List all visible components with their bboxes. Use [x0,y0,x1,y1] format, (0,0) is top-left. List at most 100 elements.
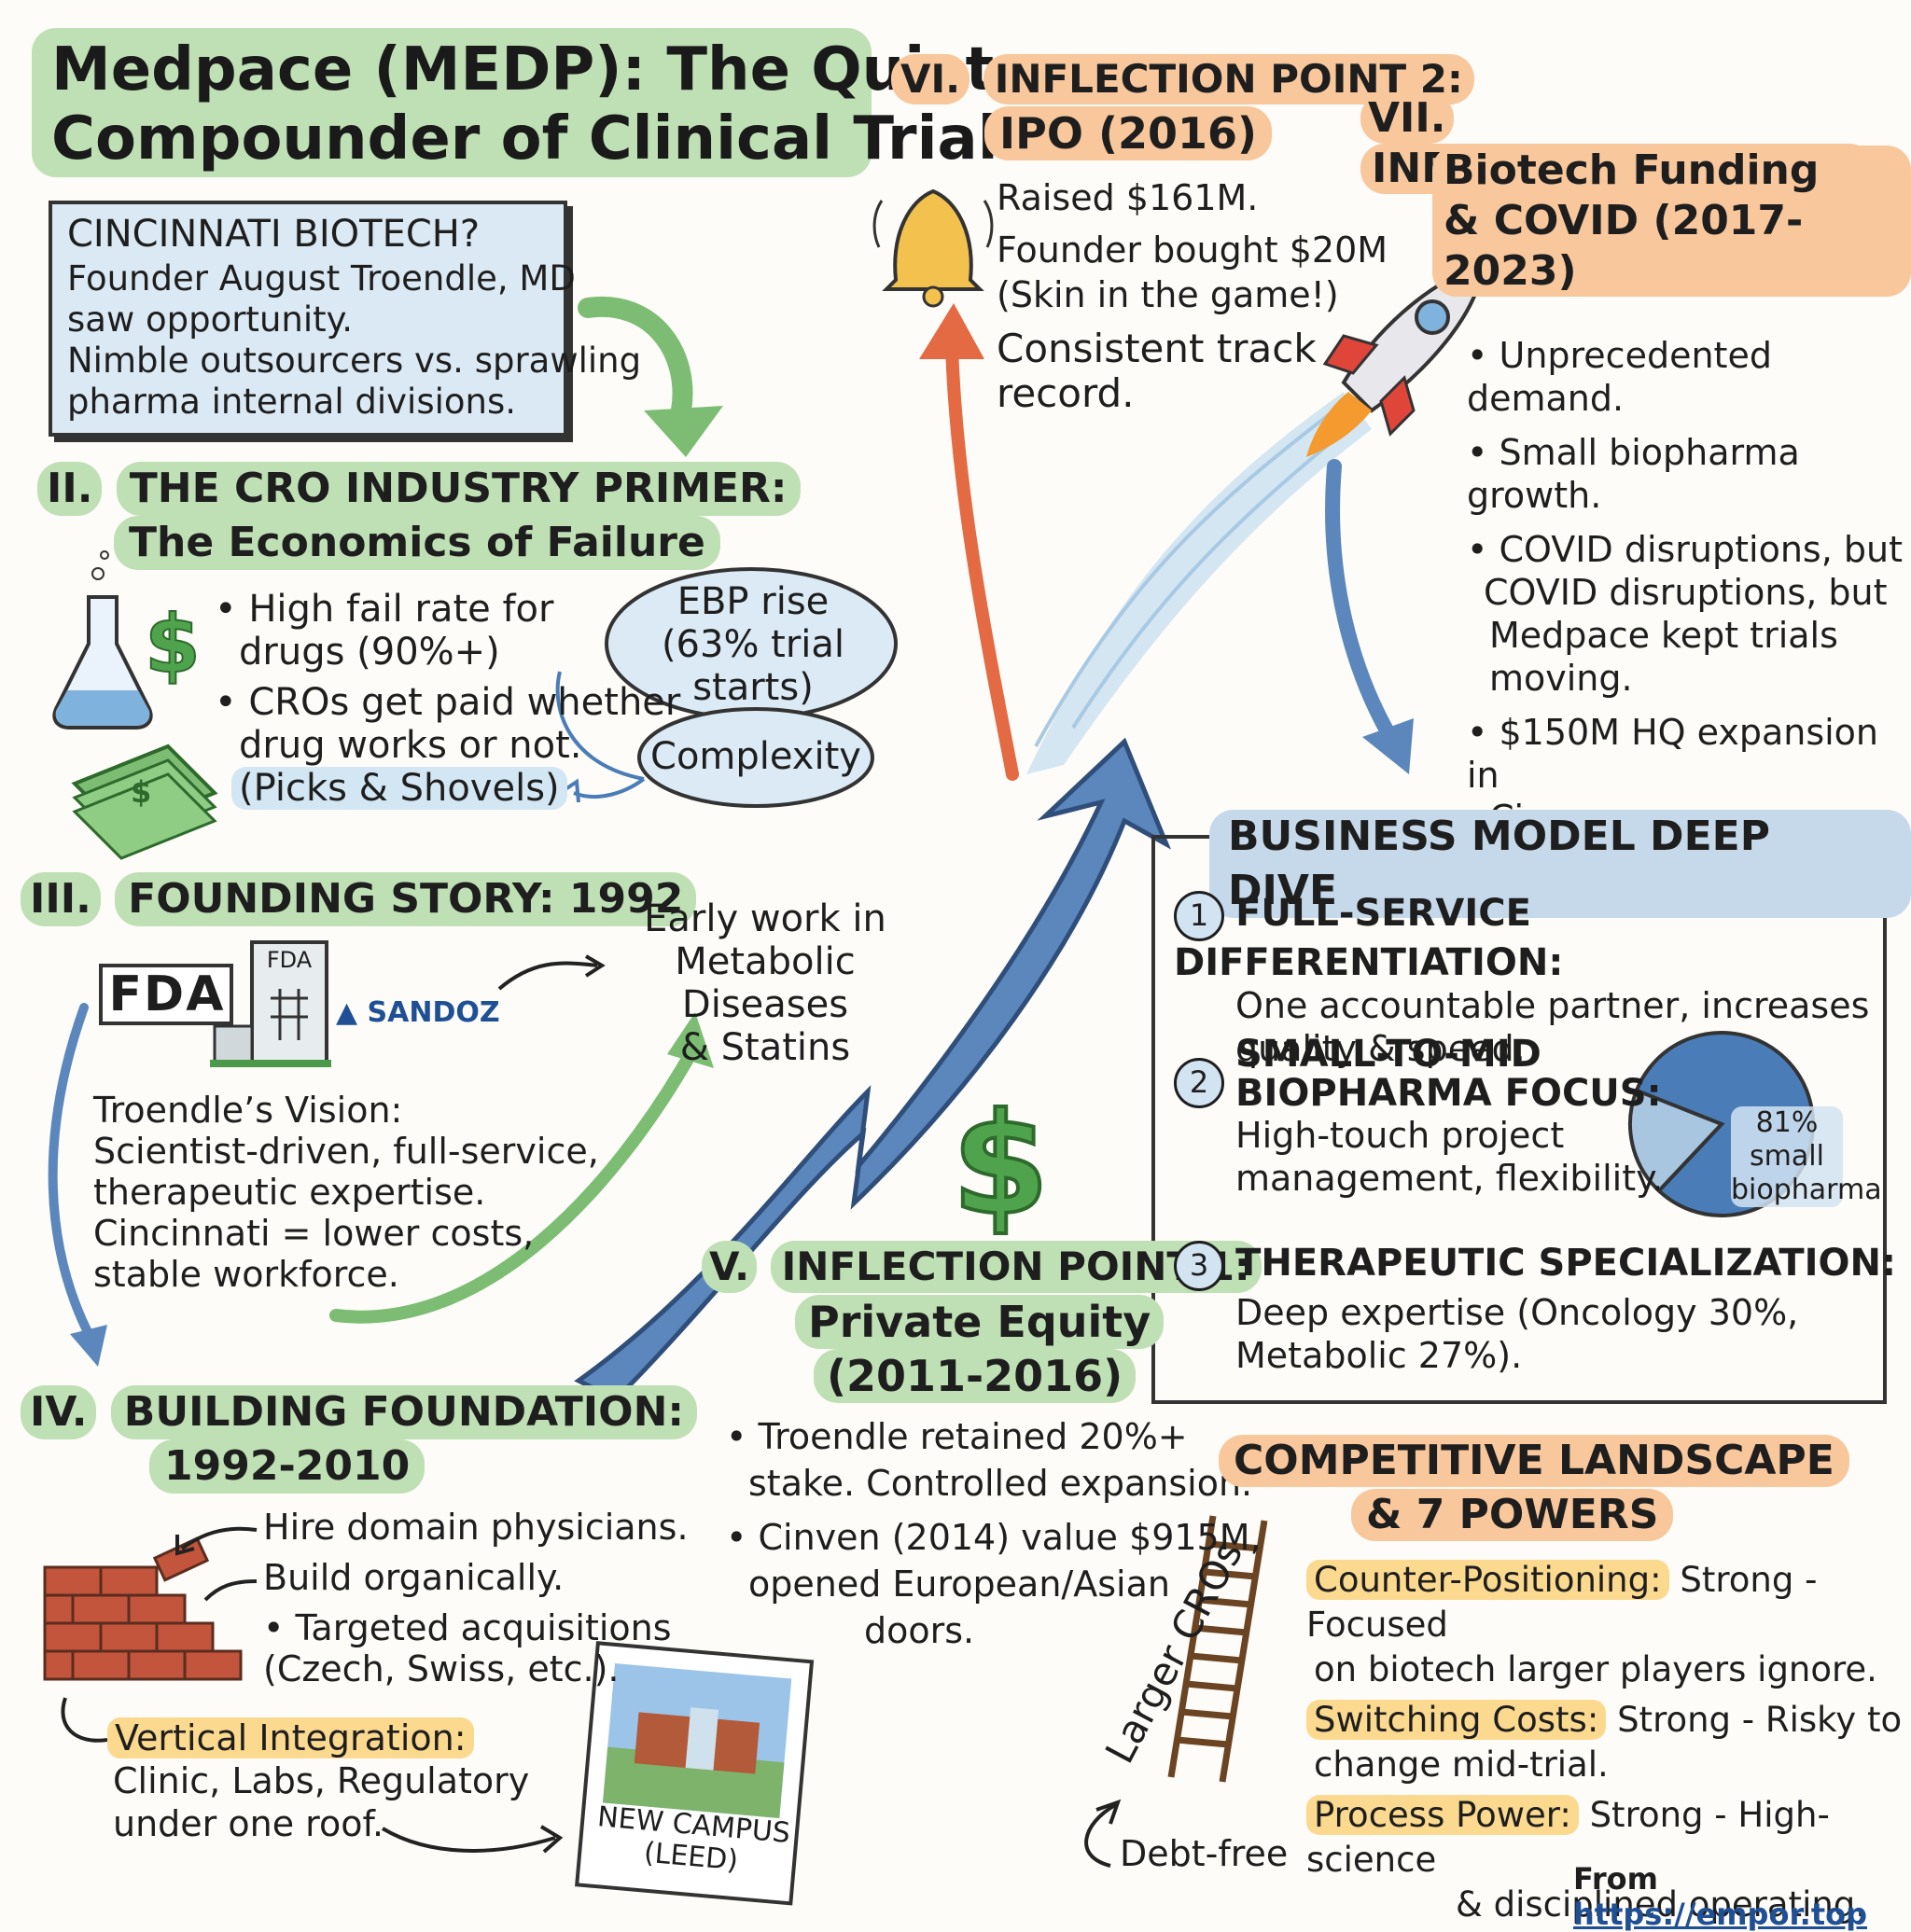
s5-line: opened European/Asian [748,1564,1170,1605]
sandoz-logo: ▲ SANDOZ [336,996,500,1029]
bell-icon [872,188,994,308]
bm-item-line: management, flexibility. [1235,1158,1664,1199]
page-title-line1: Medpace (MEDP): The Quiet [51,35,995,104]
vertical-integration: Vertical Integration: Clinic, Labs, Regu… [107,1717,529,1845]
section-7-bullets: • Unprecedented demand. • Small biopharm… [1467,334,1911,840]
cloud-ebp: EBP rise (63% trial starts) [608,580,898,709]
section-3-title: FOUNDING STORY: 1992 [115,872,697,926]
section-2-bullets: • High fail rate for drugs (90%+) • CROs… [215,588,680,810]
section-5-title3: (2011-2016) [814,1349,1137,1403]
bm-num: 3 [1174,1241,1224,1291]
pie-label-line: biopharma [1731,1174,1882,1206]
bullet: • CROs get paid whether [215,681,681,724]
section-4-title1: BUILDING FOUNDATION: [110,1385,698,1439]
bm-num: 1 [1174,891,1224,941]
power-label: Switching Costs: [1306,1700,1607,1740]
bullet-cont: drug works or not. [239,724,582,767]
bm-item-line: Metabolic 27%). [1235,1335,1523,1376]
section-3-num: III. [21,872,101,926]
vision-line: Troendle’s Vision: [93,1090,403,1131]
debt-free-label: Debt-free [1120,1833,1289,1874]
section-6-header: VI. INFLECTION POINT 2: [891,54,1474,104]
footer-link[interactable]: https://empor.top [1573,1897,1867,1932]
early-line3: & Statins [679,1026,851,1069]
section-5-title2: Private Equity [795,1295,1165,1349]
rocket-trail [1026,392,1372,774]
s7-bullet: • COVID disruptions, but [1467,529,1903,570]
power-text: on biotech larger players ignore. [1314,1649,1877,1689]
big-dollar-icon: $ [952,1084,1049,1246]
bm-item-line: One accountable partner, increases [1235,985,1870,1026]
pie-slice [1628,1088,1725,1194]
footer-prefix: From [1573,1861,1658,1897]
s4-line: (Czech, Swiss, etc.). [263,1648,620,1689]
s7-line: moving. [1489,658,1633,699]
page-title-line2: Compounder of Clinical Trials [51,104,1034,174]
vi-line: Clinic, Labs, Regulatory [113,1760,530,1801]
early-line2: Metabolic Diseases [675,940,856,1026]
bm-item-title: SMALL-TO-MID [1235,1033,1541,1076]
footer: From https://empor.top [1573,1861,1911,1932]
early-work: Early work in Metabolic Diseases & Stati… [607,897,924,1069]
bm-item-1: 1 FULL-SERVICE DIFFERENTIATION: One acco… [1174,891,1911,1070]
power-text: change mid-trial. [1314,1744,1609,1785]
section-4-header: IV. BUILDING FOUNDATION: [21,1385,698,1439]
pie-label: 81% small biopharma [1731,1106,1882,1207]
bm-item-line: quality & speed. [1235,1028,1526,1069]
bm-item-title: THERAPEUTIC SPECIALIZATION: [1235,1242,1897,1285]
money-icon: $ [71,744,218,860]
s5-line: stake. Controlled expansion. [748,1463,1253,1504]
intro-line: pharma internal divisions. [67,382,516,422]
section-2-title2: The Economics of Failure [114,516,720,570]
page-title: Medpace (MEDP): The Quiet Compounder of … [51,35,1034,174]
vision-line: stable workforce. [93,1254,399,1295]
s4-line: Hire domain physicians. [263,1507,689,1548]
s6-line: Consistent track [997,326,1317,371]
section-3-header: III. FOUNDING STORY: 1992 [21,872,697,926]
section-4-bullets: Hire domain physicians. Build organicall… [263,1507,689,1689]
power-text: Strong - Risky to [1606,1700,1903,1740]
brick-wall-icon [43,1536,243,1681]
bm-item-title: FULL-SERVICE DIFFERENTIATION: [1174,892,1564,984]
vi-label: Vertical Integration: [107,1717,474,1758]
cloud-complexity: Complexity [650,735,861,778]
vision-text: Troendle’s Vision: Scientist-driven, ful… [93,1090,599,1295]
campus-photo [575,1641,815,1906]
s5-bullet: • Troendle retained 20%+ [726,1416,1188,1457]
svg-text:$: $ [131,774,151,810]
building-label: FDA [266,947,313,973]
growth-arrow [574,737,1172,1403]
bm-title: BUSINESS MODEL DEEP DIVE [1209,810,1911,918]
section-5-bullets: • Troendle retained 20%+ stake. Controll… [726,1413,1262,1654]
bm-item-line: Deep expertise (Oncology 30%, [1235,1292,1799,1333]
s6-line: Raised $161M. [997,177,1259,218]
early-line1: Early work in [644,897,886,940]
intro-line: Founder August Troendle, MD [67,258,576,299]
section-6-title2: IPO (2016) [984,106,1273,160]
intro-box [49,201,567,437]
bullet-cont: drugs (90%+) [239,631,500,674]
ladder-icon [1167,1515,1268,1783]
power-label: Process Power: [1306,1795,1579,1835]
s6-line: Founder bought $20M [997,229,1388,271]
bullet: • High fail rate for [215,588,554,631]
building-icon [210,940,331,1067]
pie-label-line: 81% [1755,1106,1819,1139]
cloud-ebp-line2: (63% trial starts) [661,623,845,709]
s7-line: COVID disruptions, but [1484,572,1888,613]
section-2-header: II. THE CRO INDUSTRY PRIMER: [37,462,801,516]
section-2-title1: THE CRO INDUSTRY PRIMER: [116,462,801,516]
section-6-text: Raised $161M. Founder bought $20M (Skin … [997,175,1388,416]
intro-line: Nimble outsourcers vs. sprawling [67,341,642,381]
section-2-num: II. [37,462,103,516]
s4-line: Build organically. [263,1557,565,1598]
section-7-title3: & COVID (2017-2023) [1432,196,1911,297]
s6-line: record. [997,370,1135,416]
section-7-num: VII. [1360,93,1454,144]
comp-title2: & 7 POWERS [1351,1489,1674,1541]
ipo-arrow [945,339,1019,781]
power-label: Counter-Positioning: [1306,1560,1669,1600]
flask-icon [52,550,153,730]
section-4-title2: 1992-2010 [149,1439,425,1494]
